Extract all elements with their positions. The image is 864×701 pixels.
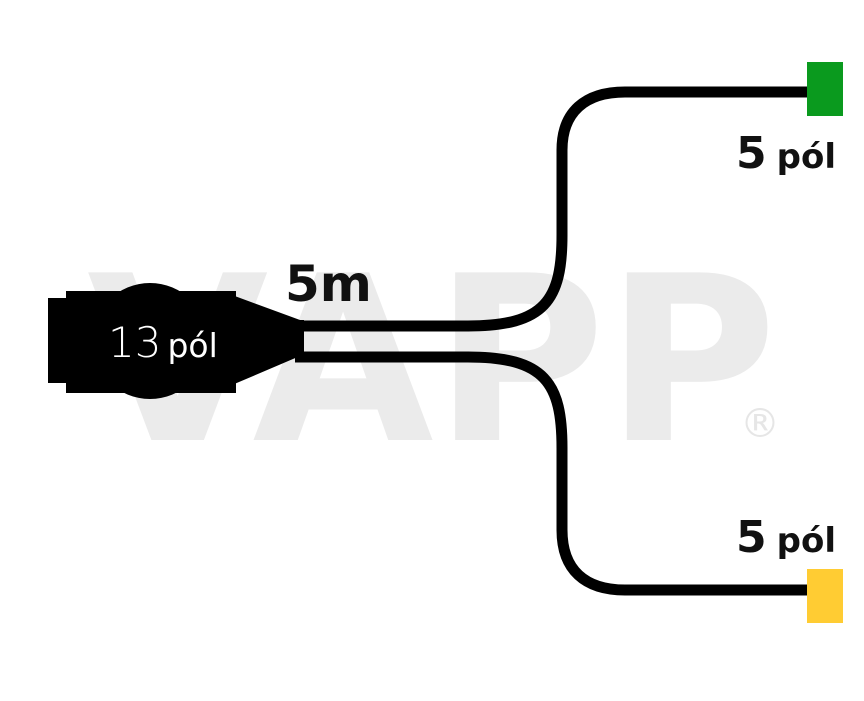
top-branch-pins-unit: pól bbox=[777, 137, 836, 177]
connector-front-lip bbox=[48, 298, 68, 383]
cables bbox=[295, 86, 810, 596]
connector-strain-relief bbox=[232, 295, 304, 385]
main-connector-pins-number: 13 bbox=[108, 318, 161, 367]
main-connector-pins-unit: pól bbox=[167, 326, 217, 365]
cable-length-label: 5m bbox=[285, 255, 372, 313]
cable-top-branch bbox=[295, 86, 810, 332]
top-5pin-plug bbox=[807, 62, 843, 116]
connector-round-housing bbox=[92, 283, 208, 399]
cable-bottom-branch bbox=[295, 351, 810, 596]
top-branch-pins-number: 5 bbox=[736, 128, 767, 179]
bottom-branch-pins-unit: pól bbox=[777, 521, 836, 561]
bottom-5pin-plug bbox=[807, 569, 843, 623]
watermark-registered-mark: ® bbox=[740, 401, 780, 447]
bottom-branch-pins-number: 5 bbox=[736, 512, 767, 563]
